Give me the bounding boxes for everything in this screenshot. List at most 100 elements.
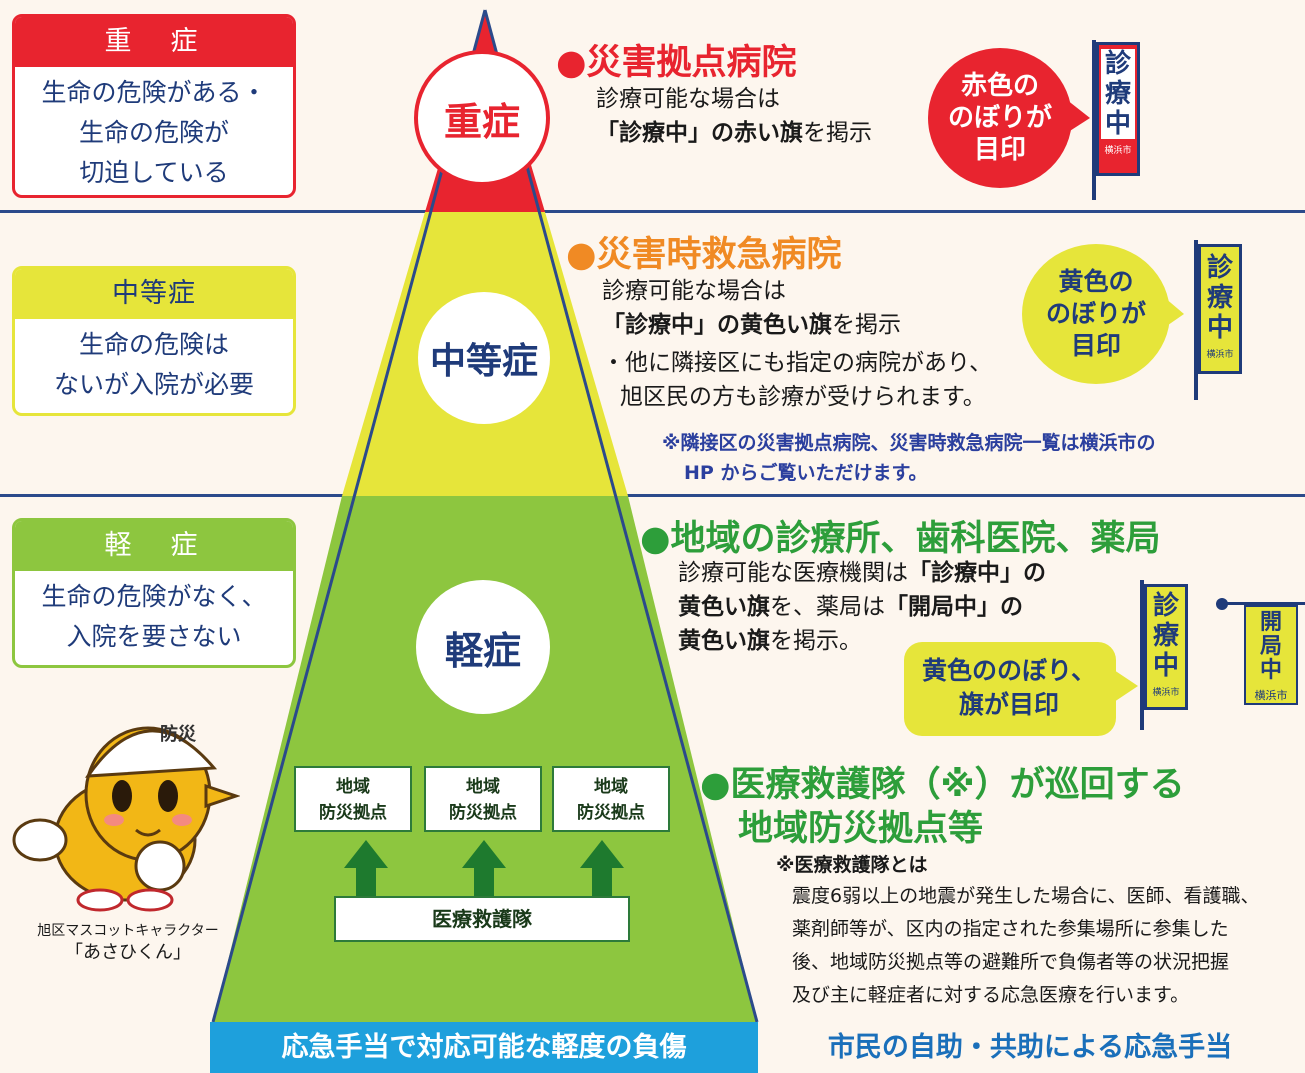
red-bubble-line-3: 目印 [973, 135, 1026, 165]
mascot-caption-line-1: 旭区マスコットキャラクター [37, 923, 219, 939]
mild-circle: 軽症 [416, 580, 550, 714]
disaster-hospital-line-2: 「診療中」の赤い旗を掲示 [596, 116, 872, 150]
clinic-speech-bubble-shape [904, 642, 1138, 736]
pyramid-right-edge [483, 9, 759, 1023]
severe-desc-line-2: 生命の危険が [78, 118, 229, 147]
clinic-flag-char-1: 診 [1152, 591, 1179, 621]
clinic-flag-bubble: 黄色ののぼり、 旗が目印 [904, 642, 1114, 734]
pharmacy-flag-icon: 開 局 中 横浜市 [1244, 605, 1298, 705]
arrow-up-3 [580, 840, 624, 896]
disaster-base-3: 地域 防災拠点 [552, 766, 670, 832]
moderate-desc-line-1: 生命の危険は [78, 330, 229, 359]
arrow-up-1 [344, 840, 388, 896]
clinic-flag-icon: 診 療 中 横浜市 [1144, 584, 1188, 710]
yellow-flag-char-1: 診 [1206, 253, 1233, 283]
pharmacy-flag-pole [1222, 602, 1305, 605]
disaster-base-2: 地域 防災拠点 [424, 766, 542, 832]
red-flag-city: 横浜市 [1104, 146, 1132, 156]
pharmacy-flag-char-1: 開 [1259, 610, 1282, 635]
mild-box: 軽 症 生命の危険がなく、 入院を要さない [12, 518, 296, 668]
mascot-helmet-text: 防災 [160, 723, 197, 745]
clinic-flag-char-3: 中 [1152, 651, 1179, 681]
pyramid-mild-section [213, 496, 757, 1022]
yellow-flag-icon: 診 療 中 横浜市 [1198, 244, 1242, 374]
severe-description: 生命の危険がある・ 生命の危険が 切迫している [15, 67, 293, 193]
yellow-flag-char-3: 中 [1206, 313, 1233, 343]
neighbor-note-line-1: ※隣接区の災害拠点病院、災害時救急病院一覧は横浜市の [662, 432, 1156, 454]
rescue-note-title: ※医療救護隊とは [776, 854, 928, 876]
red-bubble-line-2: のぼりが [947, 103, 1052, 133]
base-first-aid-label: 応急手当で対応可能な軽度の負傷 [210, 1022, 758, 1073]
rescue-heading-line-2: 地域防災拠点等 [738, 809, 984, 849]
moderate-label: 中等症 [15, 269, 293, 319]
pharmacy-flag-city: 横浜市 [1254, 689, 1288, 702]
yellow-bubble-line-3: 目印 [1070, 331, 1121, 360]
rescue-note-line-2: 薬剤師等が、区内の指定された参集場所に参集した [792, 918, 1229, 940]
moderate-desc-line-2: ないが入院が必要 [53, 370, 254, 399]
red-flag-label-panel: 診 療 中 [1101, 49, 1135, 139]
clinics-line-2-bold-1: 黄色い旗 [678, 594, 770, 620]
neighbor-hospital-note: ※隣接区の災害拠点病院、災害時救急病院一覧は横浜市の HP からご覧いただけます… [662, 428, 1155, 488]
red-flag-bubble: 赤色の のぼりが 目印 [928, 46, 1072, 190]
rescue-note-body: 震度6弱以上の地震が発生した場合に、医師、看護職、 薬剤師等が、区内の指定された… [792, 880, 1260, 1012]
severe-desc-line-3: 切迫している [79, 158, 229, 187]
severe-desc-line-1: 生命の危険がある・ [41, 78, 267, 107]
base-self-help-label: 市民の自助・共助による応急手当 [827, 1032, 1233, 1063]
clinics-line-3-rest: を掲示。 [770, 628, 862, 654]
rescue-note-line-3: 後、地域防災拠点等の避難所で負傷者等の状況把握 [792, 951, 1230, 973]
emergency-hospital-heading: ●災害時救急病院 [566, 235, 842, 275]
yellow-flag-bubble: 黄色の のぼりが 目印 [1022, 244, 1170, 384]
red-flag-char-1: 診 [1104, 49, 1131, 79]
clinic-bubble-line-1: 黄色ののぼり、 [921, 656, 1096, 685]
rescue-heading-line-1: ●医療救護隊（※）が巡回する [700, 765, 1185, 805]
red-flag-pole [1092, 40, 1096, 200]
red-flag-char-2: 療 [1104, 79, 1131, 109]
clinic-flag-char-2: 療 [1152, 621, 1179, 651]
disaster-hospital-heading: ●災害拠点病院 [556, 43, 797, 83]
mascot-asahikun-illustration: 防災 [12, 723, 240, 912]
mild-desc-line-1: 生命の危険がなく、 [41, 582, 267, 611]
pyramid-left-edge [211, 9, 487, 1023]
severe-label: 重 症 [15, 17, 293, 67]
divider-line-2 [0, 494, 1305, 497]
clinics-heading: ●地域の診療所、歯科医院、薬局 [640, 519, 1161, 559]
clinics-line-2: 黄色い旗を、薬局は「開局中」の [678, 590, 1023, 624]
yellow-flag-city: 横浜市 [1206, 350, 1234, 360]
disaster-base-3-line-2: 防災拠点 [577, 803, 645, 823]
red-flag-char-3: 中 [1104, 109, 1131, 139]
clinics-line-1: 診療可能な医療機関は「診療中」の [678, 556, 1046, 590]
red-flag-icon: 診 療 中 横浜市 [1096, 42, 1140, 176]
clinics-line-3: 黄色い旗を掲示。 [678, 624, 862, 658]
arrows [344, 840, 624, 896]
clinics-line-3-bold: 黄色い旗 [678, 628, 770, 654]
clinic-flag-city: 横浜市 [1152, 688, 1180, 698]
severe-box: 重 症 生命の危険がある・ 生命の危険が 切迫している [12, 14, 296, 198]
red-bubble-line-1: 赤色の [960, 71, 1039, 101]
disaster-hospital-red-flag-text: 「診療中」の赤い旗 [596, 120, 803, 146]
rescue-note-line-4: 及び主に軽症者に対する応急医療を行います。 [792, 984, 1190, 1006]
disaster-base-1-line-2: 防災拠点 [319, 803, 387, 823]
arrow-up-2 [462, 840, 506, 896]
severe-circle: 重症 [414, 50, 550, 186]
clinics-line-2-mid: を、薬局は [770, 594, 885, 620]
pharmacy-flag-char-3: 中 [1259, 658, 1282, 683]
mascot-caption: 旭区マスコットキャラクター 「あさひくん」 [18, 920, 238, 964]
clinic-bubble-line-2: 旗が目印 [958, 690, 1059, 719]
emergency-hospital-yellow-flag-text: 「診療中」の黄色い旗 [602, 312, 832, 338]
mild-desc-line-2: 入院を要さない [66, 622, 242, 651]
rescue-note-line-1: 震度6弱以上の地震が発生した場合に、医師、看護職、 [792, 885, 1260, 907]
mascot-caption-line-2: 「あさひくん」 [65, 942, 191, 963]
emergency-hospital-line-4: 旭区民の方も診療が受けられます。 [620, 384, 986, 410]
disaster-base-2-line-2: 防災拠点 [449, 803, 517, 823]
disaster-base-3-line-1: 地域 [594, 777, 628, 797]
red-speech-bubble-shape [928, 48, 1090, 188]
mild-description: 生命の危険がなく、 入院を要さない [15, 571, 293, 657]
yellow-flag-char-2: 療 [1206, 283, 1233, 313]
yellow-bubble-line-2: のぼりが [1045, 299, 1146, 328]
clinics-line-1-bold: 「診療中」の [908, 560, 1046, 586]
emergency-hospital-line-3: ・他に隣接区にも指定の病院があり、 [602, 350, 993, 376]
disaster-base-2-line-1: 地域 [466, 777, 500, 797]
moderate-box: 中等症 生命の危険は ないが入院が必要 [12, 266, 296, 416]
disaster-base-1: 地域 防災拠点 [294, 766, 412, 832]
